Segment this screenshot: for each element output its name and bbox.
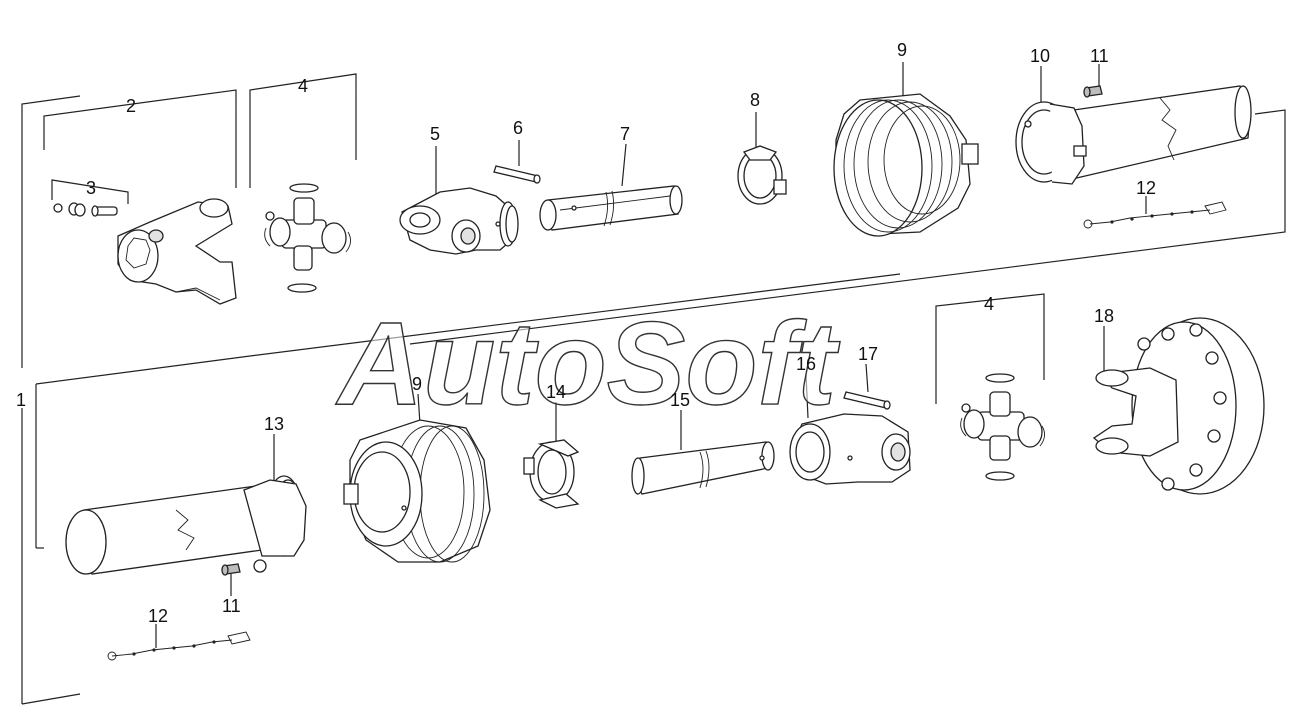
part-10-outer-tube-bearing: [1015, 85, 1252, 185]
label-15: 15: [670, 390, 690, 410]
label-14: 14: [546, 382, 566, 402]
label-11-top: 11: [1090, 46, 1109, 66]
label-18: 18: [1094, 306, 1114, 326]
watermark: AutoSoft: [335, 298, 841, 430]
part-3-grease-nipple-set: [53, 202, 118, 217]
part-9-guard-cone-top: [833, 93, 979, 237]
part-15-inner-tube: [631, 441, 775, 495]
label-5: 5: [430, 124, 440, 144]
part-16-inner-yoke: [789, 413, 911, 485]
part-13-outer-tube-bottom: [65, 475, 307, 575]
part-17-pin: [843, 391, 891, 410]
label-12-top: 12: [1136, 178, 1156, 198]
label-2: 2: [126, 96, 136, 116]
callout-labels: 1 2 3 4 4 5 6 7 8 9 9 10 11 11 12 12 13 …: [16, 40, 1156, 626]
label-1: 1: [16, 390, 26, 410]
part-7-inner-tube: [539, 185, 683, 231]
part-14-bearing-ring: [523, 439, 580, 509]
frame-lines: [21, 62, 1286, 705]
part-6-pin: [493, 165, 541, 184]
part-9-guard-cone-bottom: [343, 419, 491, 563]
label-17: 17: [858, 344, 878, 364]
part-18-flange-yoke: [1092, 317, 1265, 495]
part-5-inner-yoke: [399, 187, 519, 255]
label-3: 3: [86, 178, 96, 198]
part-12-chain-bottom: [107, 631, 251, 661]
label-4-bottom: 4: [984, 294, 994, 314]
label-13: 13: [264, 414, 284, 434]
part-4-cross-journal-top: [264, 183, 351, 293]
label-12-bottom: 12: [148, 606, 168, 626]
label-6: 6: [513, 118, 523, 138]
label-7: 7: [620, 124, 630, 144]
label-4-top: 4: [298, 76, 308, 96]
part-11-screw-bottom: [221, 563, 241, 576]
part-2-yoke: [117, 198, 237, 305]
label-8: 8: [750, 90, 760, 110]
label-16: 16: [796, 354, 816, 374]
label-10: 10: [1030, 46, 1050, 66]
part-12-chain-top: [1083, 201, 1227, 229]
label-11-bottom: 11: [222, 596, 241, 616]
label-9-top: 9: [897, 40, 907, 60]
part-4-cross-journal-bottom: [960, 373, 1045, 481]
part-8-bearing-ring: [737, 145, 787, 205]
label-9-bottom: 9: [412, 374, 422, 394]
part-11-screw-top: [1083, 85, 1103, 98]
